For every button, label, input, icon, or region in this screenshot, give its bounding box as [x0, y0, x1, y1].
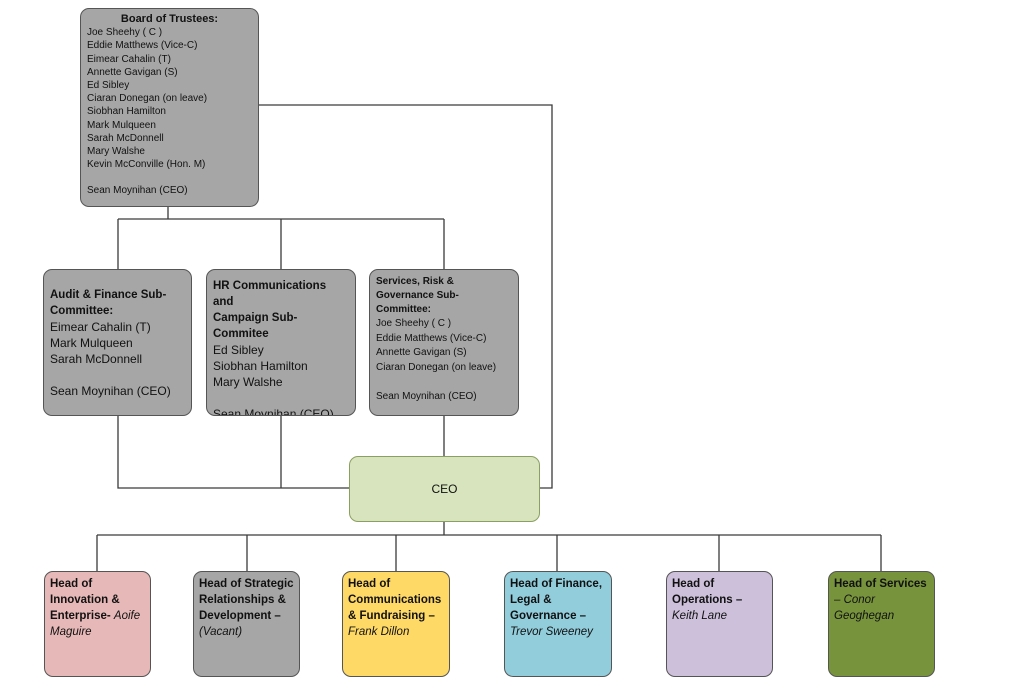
- ceo-box: CEO: [349, 456, 540, 522]
- committee-title: Campaign Sub-: [213, 312, 298, 324]
- board-ceo-line: Sean Moynihan (CEO): [87, 185, 188, 197]
- committee-member: Siobhan Hamilton: [213, 359, 308, 373]
- audit-finance-committee-box: Audit & Finance Sub- Committee: Eimear C…: [43, 269, 192, 416]
- head-communications-box: Head of Communications & Fundraising – F…: [342, 571, 450, 677]
- head-title: Innovation &: [50, 594, 120, 606]
- board-member: Mary Walshe: [87, 146, 145, 158]
- spacer: [50, 367, 185, 383]
- committee-title: HR Communications and: [213, 280, 327, 308]
- committee-ceo-line: Sean Moynihan (CEO): [376, 391, 477, 403]
- head-name: Trevor Sweeney: [510, 626, 593, 638]
- head-name: (Vacant): [199, 626, 243, 638]
- head-name: Frank Dillon: [348, 626, 410, 638]
- head-title: Enterprise-: [50, 610, 111, 622]
- committee-member: Mark Mulqueen: [50, 336, 133, 350]
- head-operations-box: Head of Operations – Keith Lane: [666, 571, 773, 677]
- spacer: [87, 171, 252, 184]
- head-title: Head of Finance,: [510, 578, 603, 590]
- head-services-box: Head of Services – Conor Geoghegan: [828, 571, 935, 677]
- board-member: Eddie Matthews (Vice-C): [87, 40, 198, 52]
- committee-title: Committee:: [50, 305, 114, 317]
- committee-title: Governance Sub-: [376, 290, 459, 301]
- committee-member: Mary Walshe: [213, 375, 283, 389]
- head-finance-box: Head of Finance, Legal & Governance – Tr…: [504, 571, 612, 677]
- head-title: Development –: [199, 610, 281, 622]
- board-member: Mark Mulqueen: [87, 119, 156, 131]
- head-title: & Fundraising –: [348, 610, 435, 622]
- committee-title: Services, Risk &: [376, 276, 454, 287]
- board-member: Ed Sibley: [87, 80, 130, 92]
- ceo-label: CEO: [431, 482, 458, 496]
- head-title: Head of Services: [834, 578, 927, 590]
- head-title: Head of: [50, 578, 93, 590]
- head-name: – Conor: [834, 594, 875, 606]
- connector-committee-1-to-ceo: [117, 415, 349, 489]
- board-of-trustees-box: Board of Trustees: Joe Sheehy ( C ) Eddi…: [80, 8, 259, 207]
- board-title: Board of Trustees:: [120, 13, 219, 25]
- head-name: Geoghegan: [834, 610, 895, 622]
- head-title: Head of: [672, 578, 715, 590]
- committee-member: Sarah McDonnell: [50, 352, 143, 366]
- committee-member: Joe Sheehy ( C ): [376, 318, 452, 329]
- committee-title: Committee:: [376, 304, 432, 315]
- hr-communications-committee-box: HR Communications and Campaign Sub- Comm…: [206, 269, 356, 416]
- head-title: Communications: [348, 594, 442, 606]
- committee-member: Ed Sibley: [213, 343, 264, 357]
- head-title: Operations –: [672, 594, 743, 606]
- board-member: Eimear Cahalin (T): [87, 53, 171, 65]
- committee-member: Eddie Matthews (Vice-C): [376, 332, 487, 344]
- head-name: Keith Lane: [672, 610, 727, 622]
- committee-member: Annette Gavigan (S): [376, 347, 467, 359]
- head-title: Relationships &: [199, 594, 286, 606]
- spacer: [376, 375, 512, 390]
- board-member: Kevin McConville (Hon. M): [87, 159, 206, 171]
- board-member: Sarah McDonnell: [87, 132, 164, 144]
- head-title: Governance –: [510, 610, 587, 622]
- head-name: Aoife: [113, 610, 141, 622]
- head-title: Head of Strategic: [199, 578, 294, 590]
- board-member: Ciaran Donegan (on leave): [87, 93, 208, 105]
- services-risk-governance-committee-box: Services, Risk & Governance Sub- Committ…: [369, 269, 519, 416]
- head-strategic-relationships-box: Head of Strategic Relationships & Develo…: [193, 571, 300, 677]
- committee-ceo-line: Sean Moynihan (CEO): [50, 384, 171, 398]
- head-title: Head of: [348, 578, 391, 590]
- committee-member: Eimear Cahalin (T): [50, 320, 151, 334]
- connector-board-to-ceo: [258, 104, 553, 489]
- head-innovation-box: Head of Innovation & Enterprise- Aoife M…: [44, 571, 151, 677]
- head-title: Legal &: [510, 594, 552, 606]
- board-member: Joe Sheehy ( C ): [87, 27, 163, 39]
- board-member: Annette Gavigan (S): [87, 66, 178, 78]
- board-member: Siobhan Hamilton: [87, 106, 166, 118]
- committee-title: Commitee: [213, 328, 269, 340]
- head-name: Maguire: [50, 626, 92, 638]
- spacer: [213, 390, 349, 406]
- committee-ceo-line: Sean Moynihan (CEO): [213, 407, 334, 416]
- committee-title: Audit & Finance Sub-: [50, 289, 167, 301]
- committee-member: Ciaran Donegan (on leave): [376, 361, 497, 373]
